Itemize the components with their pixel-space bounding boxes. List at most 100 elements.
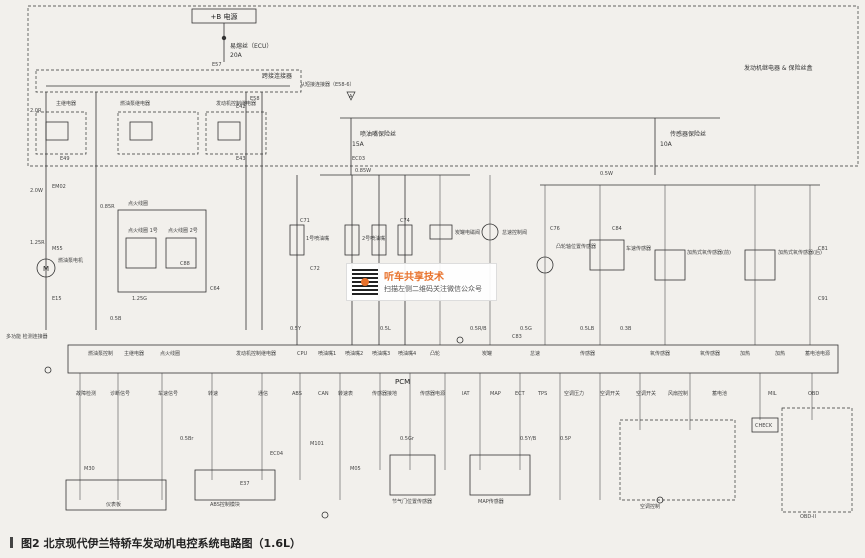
isc-label: 怠速控制阀 (502, 229, 527, 236)
o2-front-label: 加热式氧传感器(前) (687, 249, 731, 256)
pcm-pin-bottom: 转速 (208, 390, 218, 397)
pin-code: EC03 (352, 156, 365, 162)
pin-code: E43 (236, 156, 246, 162)
ground-icon (456, 336, 464, 344)
injector-fuse-label: 喷油嘴保险丝 (360, 130, 396, 138)
coil-1 (125, 237, 157, 269)
caption-text: 图2 北京现代伊兰特轿车发动机电控系统电路图（1.6L） (21, 537, 301, 550)
pin-code: EM02 (52, 184, 66, 190)
pin-code: M55 (52, 246, 63, 252)
pcm-pin-bottom: 转速表 (338, 390, 353, 397)
pin-code: E49 (60, 156, 70, 162)
pcm-pin-bottom: 传感器接地 (372, 390, 397, 397)
wire-code: 0.5R/B (470, 326, 487, 332)
cmp-label: 凸轮轴位置传感器 (556, 243, 596, 250)
pcm-pin-top: 喷油嘴4 (398, 350, 416, 357)
pcm-pin-bottom: 蓄电池 (712, 390, 727, 397)
abs-module (194, 469, 276, 501)
ac-label: 空调控制 (640, 503, 660, 510)
pin-code: E15 (52, 296, 62, 302)
main-relay-label: 主继电器 (56, 100, 76, 107)
fuse-ecu-symbol (221, 35, 227, 41)
mil-lamp (751, 417, 779, 433)
ground-icon (321, 511, 329, 519)
eng-relay-coil (217, 121, 241, 141)
multi-conn-label: 多功能 检测连接器 (6, 333, 48, 340)
pcm-pin-top: 主继电器 (124, 350, 144, 357)
power-label: +B 电源 (211, 12, 238, 21)
pcm-pin-bottom: 空调开关 (600, 390, 620, 397)
main-relay-box (35, 111, 87, 155)
eng-relay-box (205, 111, 267, 155)
pcm-pin-bottom: MAP (490, 391, 501, 397)
map-sensor (469, 454, 531, 496)
abs-label: ABS控制模块 (210, 501, 240, 508)
wire-code: 0.5W (600, 171, 613, 177)
injector-fuse-amp: 15A (352, 141, 365, 148)
obd-connector-box (781, 407, 853, 513)
pcm-pin-bottom: MIL (768, 391, 777, 397)
pcm-pin-bottom: OBD (808, 391, 819, 397)
fuel-pump-label: 燃油泵电机 (58, 257, 83, 264)
figure-caption: 图2 北京现代伊兰特轿车发动机电控系统电路图（1.6L） (10, 535, 301, 551)
coil-2 (165, 237, 197, 269)
coil1-label: 点火线圈 1号 (128, 227, 158, 234)
wire-code: 0.5Gr (400, 436, 415, 442)
pcm-pin-bottom: 风扇控制 (668, 390, 688, 397)
pin-code: C64 (210, 286, 220, 292)
pcm-bottom-pins: 故障检测 诊断信号 车速信号 转速 通信 ABS CAN 转速表 传感器接地 传… (76, 390, 819, 397)
pcm-pin-top: 怠速 (530, 350, 540, 357)
ignition-coil-label: 点火线圈 (128, 200, 148, 207)
fuel-pump-relay-label: 燃油泵继电器 (120, 100, 150, 107)
pcm-block (67, 344, 839, 374)
pin-code: C91 (818, 296, 828, 302)
watermark-text: 听车共享技术 扫描左侧二维码关注微信公众号 (384, 271, 482, 294)
instrument-cluster (65, 479, 167, 511)
watermark-banner: 听车共享技术 扫描左侧二维码关注微信公众号 (346, 263, 497, 301)
pcm-pin-bottom: ECT (515, 391, 526, 397)
ground-symbols (44, 336, 664, 519)
sensor-drops (439, 175, 811, 345)
purge-label: 炭罐电磁阀 (455, 229, 480, 236)
fuse-ecu-amp: 20A (230, 52, 243, 59)
pcm-pin-bottom: TPS (537, 391, 547, 397)
pin-code: E57 (212, 62, 222, 68)
caption-bar (10, 537, 13, 548)
qr-code-logo (352, 269, 378, 295)
wire-code: 0.5G (520, 326, 532, 332)
pcm-pin-top: 喷油嘴3 (372, 350, 390, 357)
wire-code: 0.85R (100, 204, 115, 210)
wire-codes: 2.0R 2.0W 0.5W 0.85W 0.85R 1.25R 1.25G 0… (30, 108, 632, 442)
pcm-pin-top: 加热 (775, 350, 785, 357)
pin-code: E58 (250, 96, 260, 102)
pcm-pin-bottom: 空调压力 (564, 390, 584, 397)
pcm-pin-top: 传感器 (580, 350, 595, 357)
watermark-title: 听车共享技术 (384, 271, 444, 283)
ignition-coil-box (117, 209, 207, 293)
conn-a-label: A (349, 94, 353, 100)
pin-code: M30 (84, 466, 95, 472)
o2-rear-label: 加热式氧传感器(后) (778, 249, 822, 256)
ground-icon (44, 366, 52, 374)
tps-sensor (389, 454, 436, 496)
junction-label: 跨接连接器 (262, 72, 292, 80)
wire-code: 1.25G (132, 296, 147, 302)
pcm-pin-top: 喷油嘴1 (318, 350, 336, 357)
motor-m-glyph: M (43, 265, 49, 273)
mil-label: CHECK (755, 423, 773, 429)
pin-code: EC04 (270, 451, 283, 457)
o2-front-sensor (654, 249, 686, 281)
purge-valve (429, 224, 453, 240)
wire-code: 0.5LB (580, 326, 595, 332)
pcm-pin-top: 喷油嘴2 (345, 350, 363, 357)
injector-group (289, 175, 413, 345)
pin-code: M101 (310, 441, 324, 447)
engine-relay-box (27, 5, 859, 167)
conn-a-marker (346, 91, 356, 101)
pcm-pin-bottom: IAT (462, 391, 471, 397)
wire-code: 2.0R (30, 108, 42, 114)
wire-code: 0.5L (380, 326, 391, 332)
pin-code: C72 (310, 266, 320, 272)
pcm-pin-top: 炭罐 (482, 350, 492, 357)
instrument-label: 仪表板 (106, 501, 121, 508)
